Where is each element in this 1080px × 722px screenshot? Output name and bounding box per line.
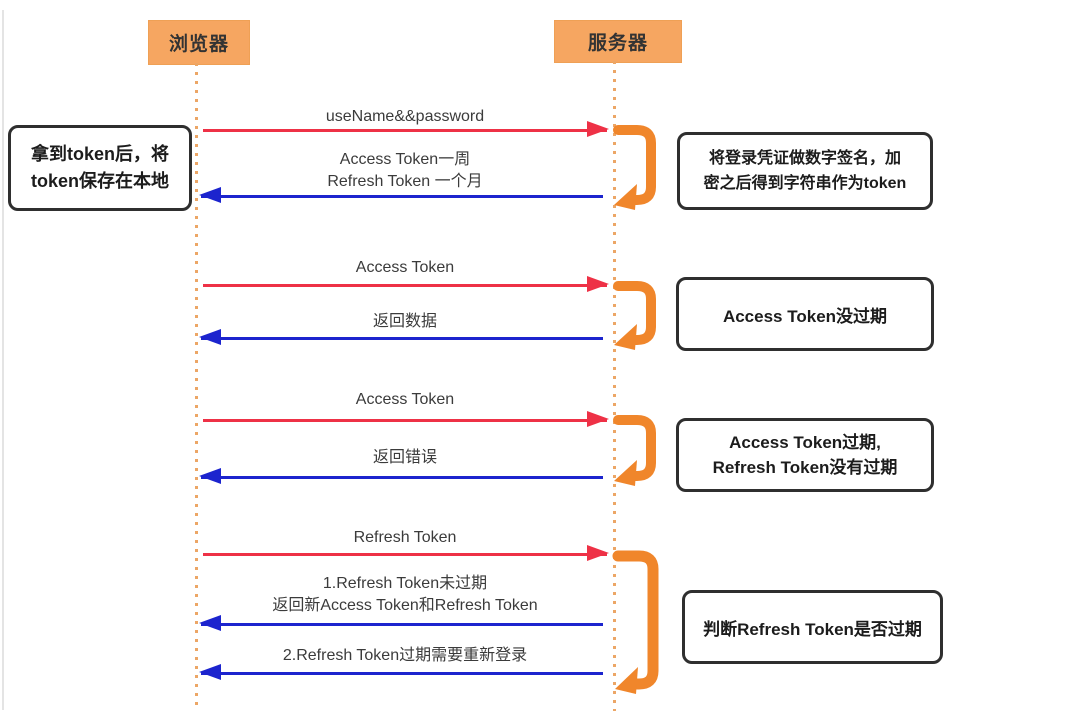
browser-lifeline xyxy=(195,63,198,708)
response-label-4: 1.Refresh Token未过期 返回新Access Token和Refre… xyxy=(272,575,538,614)
arrowhead-left-icon xyxy=(199,187,221,203)
request-label-1: useName&&password xyxy=(325,108,485,125)
actor-browser: 浏览器 xyxy=(148,20,250,65)
note-sign-token: 将登录凭证做数字签名，加 密之后得到字符串作为token xyxy=(677,132,933,210)
note-token-storage: 拿到token后，将 token保存在本地 xyxy=(8,125,192,211)
note-token-valid-line1: Access Token没过期 xyxy=(722,306,888,326)
server-self-loop-icon-2 xyxy=(613,281,656,350)
actor-server: 服务器 xyxy=(554,20,682,63)
response-label-2: 返回数据 xyxy=(372,313,437,330)
response-label-1: Access Token一周 Refresh Token 一个月 xyxy=(327,151,483,190)
server-lifeline xyxy=(613,61,616,711)
server-self-loop-icon-1 xyxy=(613,125,656,210)
response-arrow-1 xyxy=(199,187,603,203)
note-access-expired-line1: Access Token过期, xyxy=(729,433,881,452)
request-arrow-1 xyxy=(203,121,609,137)
note-access-expired-line2: Refresh Token没有过期 xyxy=(712,458,898,477)
request-arrow-4 xyxy=(203,545,609,561)
actor-server-label: 服务器 xyxy=(587,33,648,54)
note-token-storage-line2: token保存在本地 xyxy=(30,171,169,191)
request-label-4: Refresh Token xyxy=(353,529,457,546)
arrowhead-right-icon xyxy=(587,121,609,137)
note-sign-token-line2: 密之后得到字符串作为token xyxy=(703,175,907,192)
request-arrow-3 xyxy=(203,411,609,427)
response-label-5: 2.Refresh Token过期需要重新登录 xyxy=(282,647,528,664)
arrowhead-left-icon xyxy=(199,468,221,484)
server-self-loop-icon-4 xyxy=(612,550,659,694)
arrowhead-right-icon xyxy=(587,545,609,561)
request-label-3: Access Token xyxy=(355,391,455,408)
note-check-refresh-token: 判断Refresh Token是否过期 xyxy=(682,590,943,664)
note-token-valid: Access Token没过期 xyxy=(676,277,934,351)
request-arrow-2 xyxy=(203,276,609,292)
request-label-2: Access Token xyxy=(355,259,455,276)
arrowhead-left-icon xyxy=(199,664,221,680)
response-arrow-5 xyxy=(199,664,603,680)
response-arrow-4 xyxy=(199,615,603,631)
response-arrow-3 xyxy=(199,468,603,484)
arrowhead-right-icon xyxy=(587,276,609,292)
note-sign-token-line1: 将登录凭证做数字签名，加 xyxy=(708,150,901,167)
arrowhead-left-icon xyxy=(199,615,221,631)
arrowhead-right-icon xyxy=(587,411,609,427)
note-token-storage-line1: 拿到token后，将 xyxy=(30,144,169,164)
server-self-loop-icon-3 xyxy=(613,415,656,486)
arrowhead-left-icon xyxy=(199,329,221,345)
response-arrow-2 xyxy=(199,329,603,345)
note-access-expired: Access Token过期, Refresh Token没有过期 xyxy=(676,418,934,492)
page-edge-line xyxy=(2,10,4,710)
note-check-refresh-token-line1: 判断Refresh Token是否过期 xyxy=(703,619,922,639)
response-label-3: 返回错误 xyxy=(372,449,437,466)
actor-browser-label: 浏览器 xyxy=(168,34,229,55)
